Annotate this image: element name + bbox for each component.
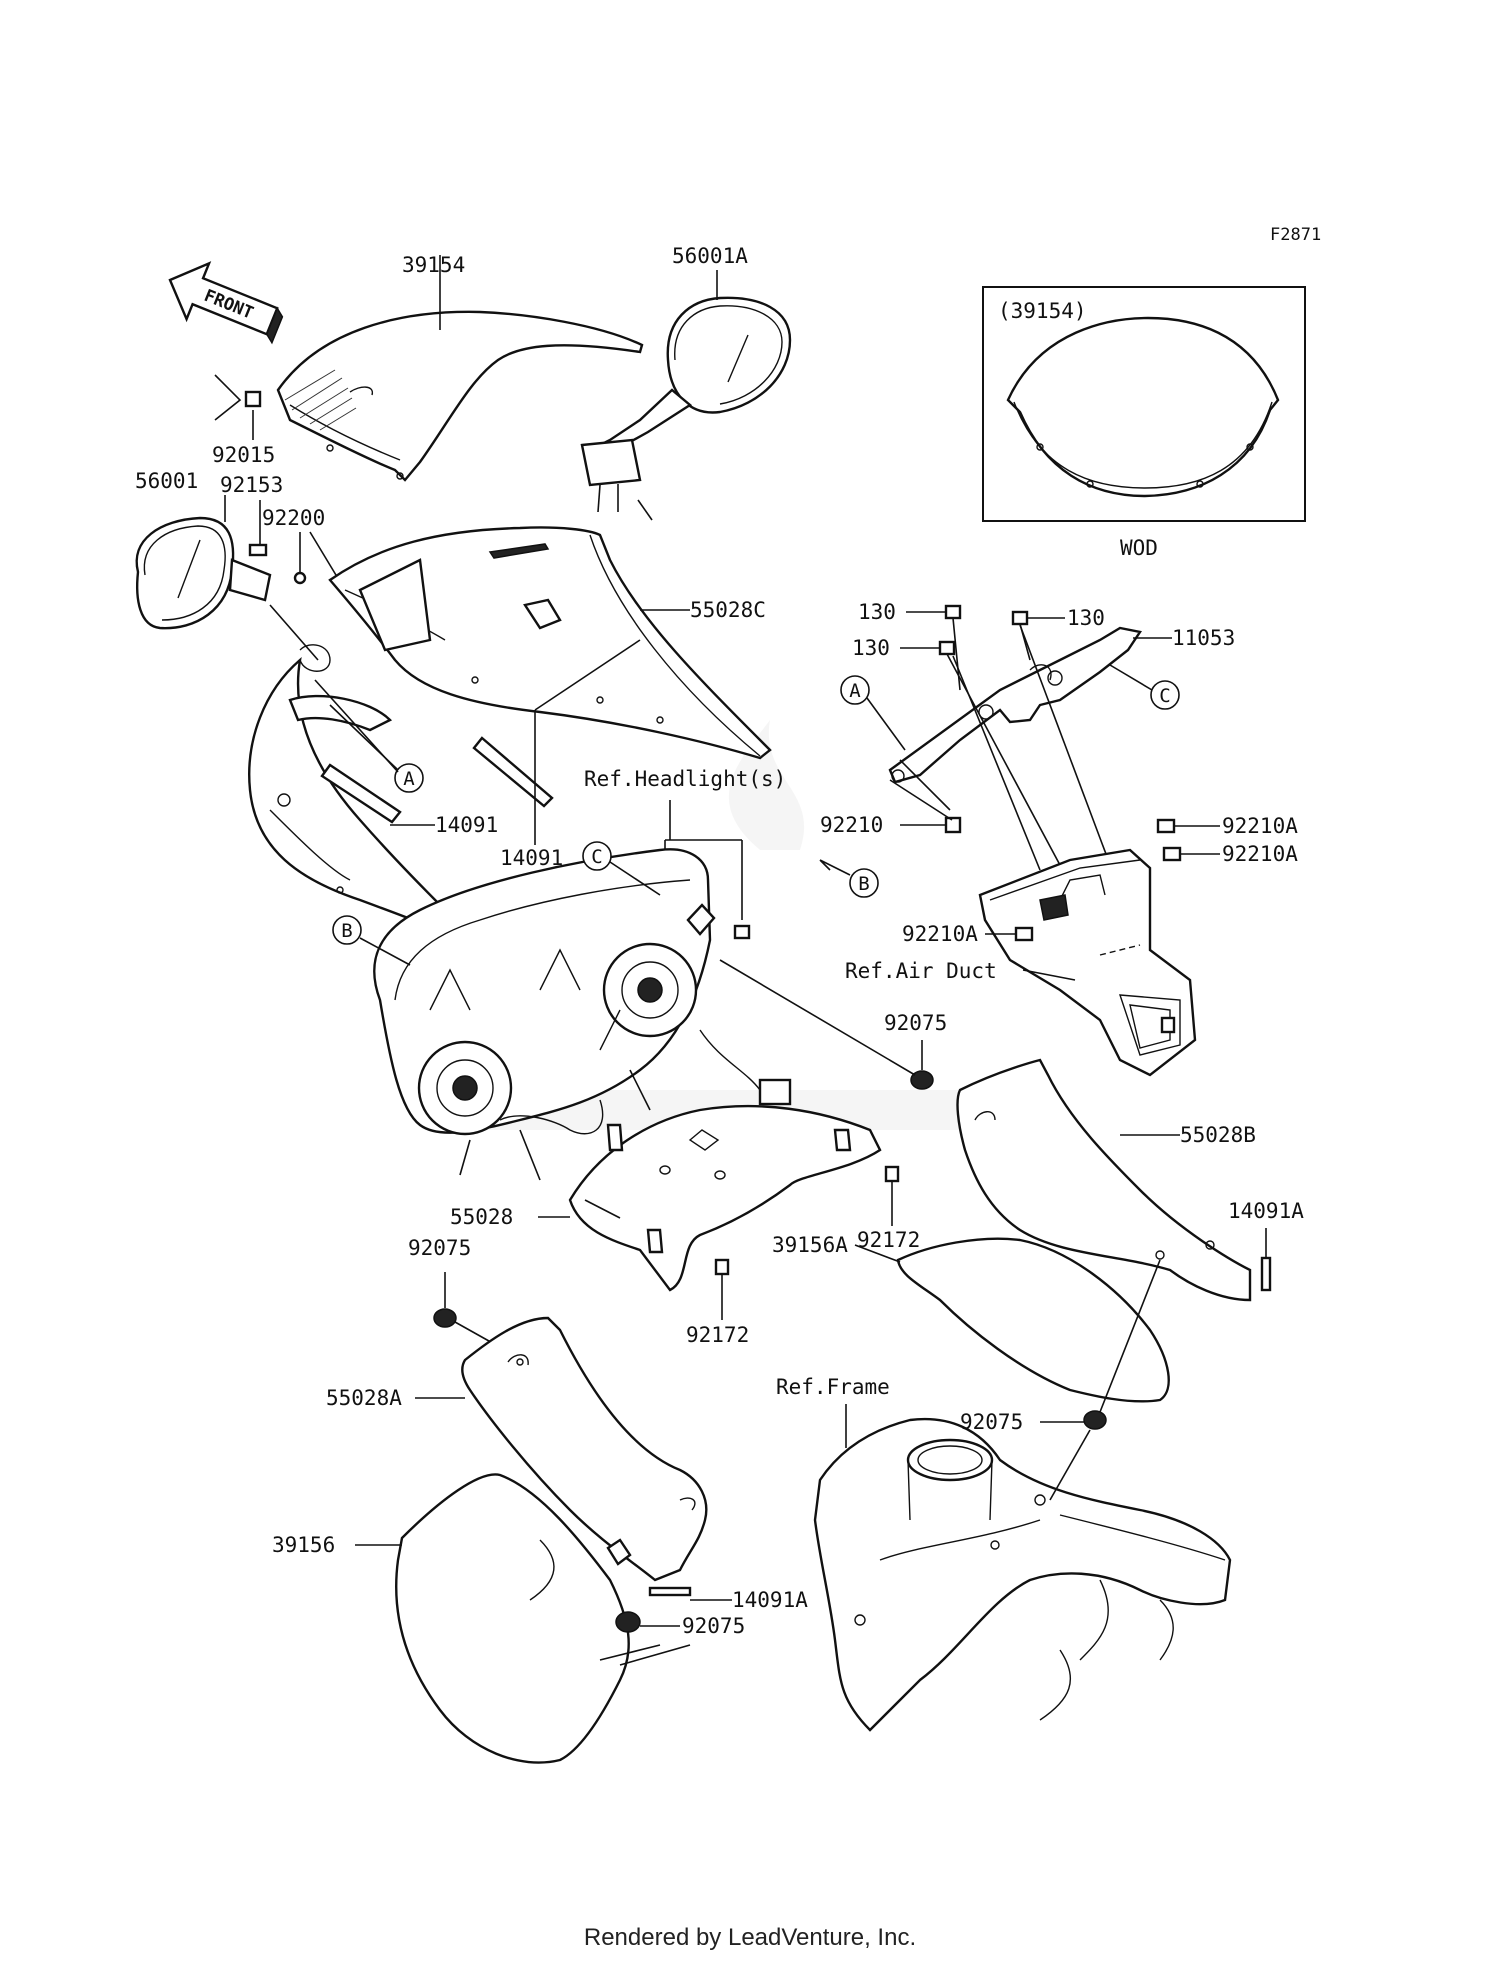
label-92210A-b: 92210A: [1222, 842, 1298, 866]
label-55028: 55028: [450, 1205, 513, 1229]
label-56001: 56001: [135, 469, 198, 493]
label-39156A: 39156A: [772, 1233, 848, 1257]
svg-text:C: C: [1159, 685, 1170, 707]
decal-14091A-a: [1260, 1256, 1272, 1292]
grommet-92075-b: [433, 1308, 457, 1328]
decal-14091A-b: [648, 1586, 692, 1597]
svg-text:B: B: [341, 920, 352, 942]
label-14091A-a: 14091A: [1228, 1199, 1304, 1223]
nut-92210: [944, 816, 962, 834]
screw-headlight: [733, 924, 751, 940]
callout-c-right: C: [1150, 680, 1180, 710]
air-duct: [978, 848, 1197, 1077]
label-ref-frame: Ref.Frame: [776, 1375, 890, 1399]
clip-92210A-b: [1162, 846, 1182, 862]
inner-panel-55028: [568, 1104, 882, 1292]
grommet-92075-d: [615, 1611, 641, 1633]
label-92210A-a: 92210A: [1222, 814, 1298, 838]
bracket-11053: [888, 626, 1142, 784]
bolt-130-a: [944, 604, 962, 620]
side-panel-55028A: [461, 1316, 708, 1582]
label-92075-b: 92075: [408, 1236, 471, 1260]
front-arrow-icon: FRONT: [168, 261, 284, 345]
svg-text:A: A: [849, 680, 861, 702]
label-55028C: 55028C: [690, 598, 766, 622]
mirror-56001: [135, 516, 272, 630]
footer-credit: Rendered by LeadVenture, Inc.: [584, 1924, 916, 1951]
inset-title: (39154): [998, 299, 1087, 323]
label-ref-air-duct: Ref.Air Duct: [845, 959, 997, 983]
label-39154: 39154: [402, 253, 465, 277]
svg-text:C: C: [591, 846, 602, 868]
callout-b-right: B: [849, 868, 879, 898]
frame: [813, 1417, 1232, 1732]
label-92210: 92210: [820, 813, 883, 837]
bolt-130-b: [1011, 610, 1029, 626]
headlight-assembly: [373, 848, 792, 1181]
label-92200: 92200: [262, 506, 325, 530]
decal-14091-a: [320, 763, 402, 824]
inner-cover-39156: [395, 1473, 630, 1764]
clip-92210A-a: [1156, 818, 1176, 834]
callout-a-left: A: [394, 763, 424, 793]
diagram-code: F2871: [1270, 225, 1321, 245]
grommet-92075-c: [1083, 1410, 1107, 1430]
label-92153: 92153: [220, 473, 283, 497]
bolt-92015: [244, 390, 262, 408]
label-92015: 92015: [212, 443, 275, 467]
label-130-c: 130: [852, 636, 890, 660]
callout-c-center: C: [582, 841, 612, 871]
clip-92210A-c: [1014, 926, 1034, 942]
bolt-130-c: [938, 640, 956, 656]
label-130-a: 130: [858, 600, 896, 624]
side-panel-55028B: [956, 1058, 1252, 1302]
inset-box: (39154) WOD: [982, 286, 1306, 560]
label-130-b: 130: [1067, 606, 1105, 630]
screw-92172-a: [884, 1165, 900, 1183]
label-14091-b: 14091: [500, 846, 563, 870]
decal-14091-b: [472, 736, 554, 808]
label-92172-b: 92172: [686, 1323, 749, 1347]
bolt-92153: [248, 543, 268, 557]
callout-a-right: A: [840, 675, 870, 705]
svg-text:A: A: [403, 768, 415, 790]
label-14091-a: 14091: [435, 813, 498, 837]
label-55028A: 55028A: [326, 1386, 402, 1410]
mirror-56001A: [580, 296, 792, 513]
label-55028B: 55028B: [1180, 1123, 1256, 1147]
label-92210A-c: 92210A: [902, 922, 978, 946]
inset-note: WOD: [1120, 536, 1158, 560]
label-39156: 39156: [272, 1533, 335, 1557]
screw-92172-b: [714, 1258, 730, 1276]
label-11053: 11053: [1172, 626, 1235, 650]
callout-b-left: B: [332, 915, 362, 945]
label-14091A-b: 14091A: [732, 1588, 808, 1612]
label-56001A: 56001A: [672, 244, 748, 268]
label-92075-a: 92075: [884, 1011, 947, 1035]
grommet-92075-a: [910, 1070, 934, 1090]
upper-cowl-55028C: [328, 526, 772, 760]
inner-cover-39156A: [896, 1237, 1170, 1403]
label-92172-a: 92172: [857, 1228, 920, 1252]
label-92075-d: 92075: [682, 1614, 745, 1638]
washer-92200: [293, 571, 307, 585]
label-ref-headlight: Ref.Headlight(s): [584, 767, 786, 791]
windshield-39154: [276, 310, 644, 482]
label-92075-c: 92075: [960, 1410, 1023, 1434]
svg-text:B: B: [858, 873, 869, 895]
